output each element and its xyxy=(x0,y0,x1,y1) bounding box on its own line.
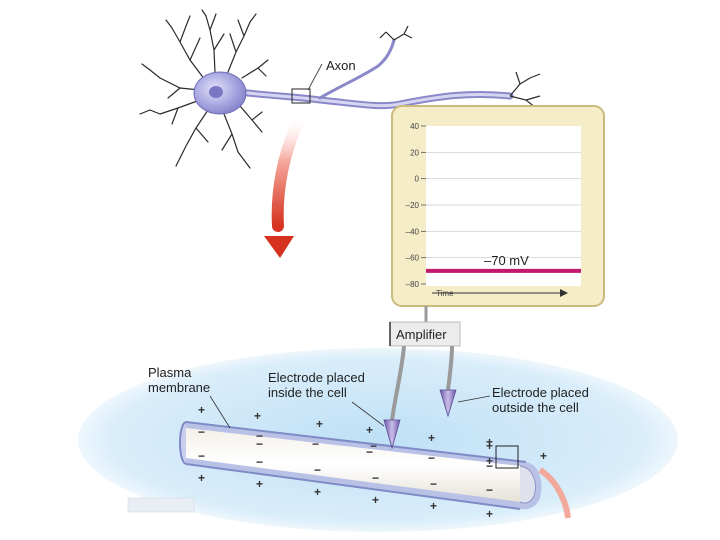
axon-label-leader xyxy=(307,63,323,91)
positive-charge-sign: + xyxy=(486,435,493,449)
y-tick-label: 0 xyxy=(415,175,420,184)
y-tick-label: –20 xyxy=(406,201,420,210)
positive-charges: +++++++++++++++ xyxy=(198,403,547,521)
watermark xyxy=(127,497,195,513)
y-tick-label: –80 xyxy=(406,280,420,289)
axon-segment xyxy=(179,421,542,510)
electrode-inside-label-line2: inside the cell xyxy=(268,385,347,400)
negative-charge-sign: − xyxy=(314,463,321,477)
positive-charge-sign: + xyxy=(486,507,493,521)
positive-charge-sign: + xyxy=(316,417,323,431)
x-axis-arrowhead xyxy=(560,289,568,297)
positive-charge-sign: + xyxy=(430,499,437,513)
electrode-outside-label-line1: Electrode placed xyxy=(492,385,589,400)
negative-charge-sign: − xyxy=(198,425,205,439)
y-tick-label: –40 xyxy=(406,227,420,236)
negative-charge-sign: − xyxy=(366,445,373,459)
amplifier-label: Amplifier xyxy=(396,327,447,342)
electrode-outside-label-line2: outside the cell xyxy=(492,400,579,415)
dendrites xyxy=(139,9,269,169)
negative-charges: −−−−−−−−−−−−−− xyxy=(198,425,493,497)
negative-charge-sign: − xyxy=(256,455,263,469)
electrode-inside xyxy=(383,419,401,450)
negative-charge-sign: − xyxy=(486,459,493,473)
negative-charge-sign: − xyxy=(430,477,437,491)
negative-charge-sign: − xyxy=(256,429,263,443)
electrode-inside-leader xyxy=(351,401,385,427)
electrode-wire-outside xyxy=(446,345,454,391)
x-axis-label: Time xyxy=(436,289,454,298)
positive-charge-sign: + xyxy=(428,431,435,445)
electrode-inside-label-line1: Electrode placed xyxy=(268,370,365,385)
negative-charge-sign: − xyxy=(370,439,377,453)
positive-charge-sign: + xyxy=(540,449,547,463)
negative-charge-sign: − xyxy=(312,437,319,451)
neuron-nucleus xyxy=(209,86,223,98)
y-tick-label: –60 xyxy=(406,254,420,263)
negative-charge-sign: − xyxy=(486,483,493,497)
negative-charge-sign: − xyxy=(428,451,435,465)
axon-tail xyxy=(538,467,571,519)
positive-charge-sign: + xyxy=(486,439,493,453)
positive-charge-sign: + xyxy=(256,477,263,491)
positive-charge-sign: + xyxy=(198,403,205,417)
plasma-membrane-leader xyxy=(209,395,231,429)
zoom-arrow xyxy=(264,112,306,258)
negative-charge-sign: − xyxy=(256,437,263,451)
negative-charge-sign: − xyxy=(372,471,379,485)
positive-charge-sign: + xyxy=(486,454,493,468)
axon-zoom-box xyxy=(291,88,311,104)
membrane-zoom-box xyxy=(495,445,519,469)
plasma-membrane-label-line1: Plasma xyxy=(148,365,192,380)
electrode-outside-leader xyxy=(457,395,491,403)
electrode-outside xyxy=(439,389,457,418)
positive-charge-sign: + xyxy=(198,471,205,485)
electrode-wire-inside xyxy=(390,345,406,421)
axon-label: Axon xyxy=(326,58,356,73)
chart-grid xyxy=(426,151,581,259)
y-tick-label: 40 xyxy=(410,122,419,131)
positive-charge-sign: + xyxy=(366,423,373,437)
positive-charge-sign: + xyxy=(254,409,261,423)
positive-charge-sign: + xyxy=(314,485,321,499)
y-axis-ticks: 40 20 0 –20 –40 –60 –80 xyxy=(406,122,426,289)
axon xyxy=(236,25,541,110)
trace-value-label: –70 mV xyxy=(484,253,529,268)
negative-charge-sign: − xyxy=(198,449,205,463)
plasma-membrane-label-line2: membrane xyxy=(148,380,210,395)
y-tick-label: 20 xyxy=(410,148,419,157)
positive-charge-sign: + xyxy=(372,493,379,507)
